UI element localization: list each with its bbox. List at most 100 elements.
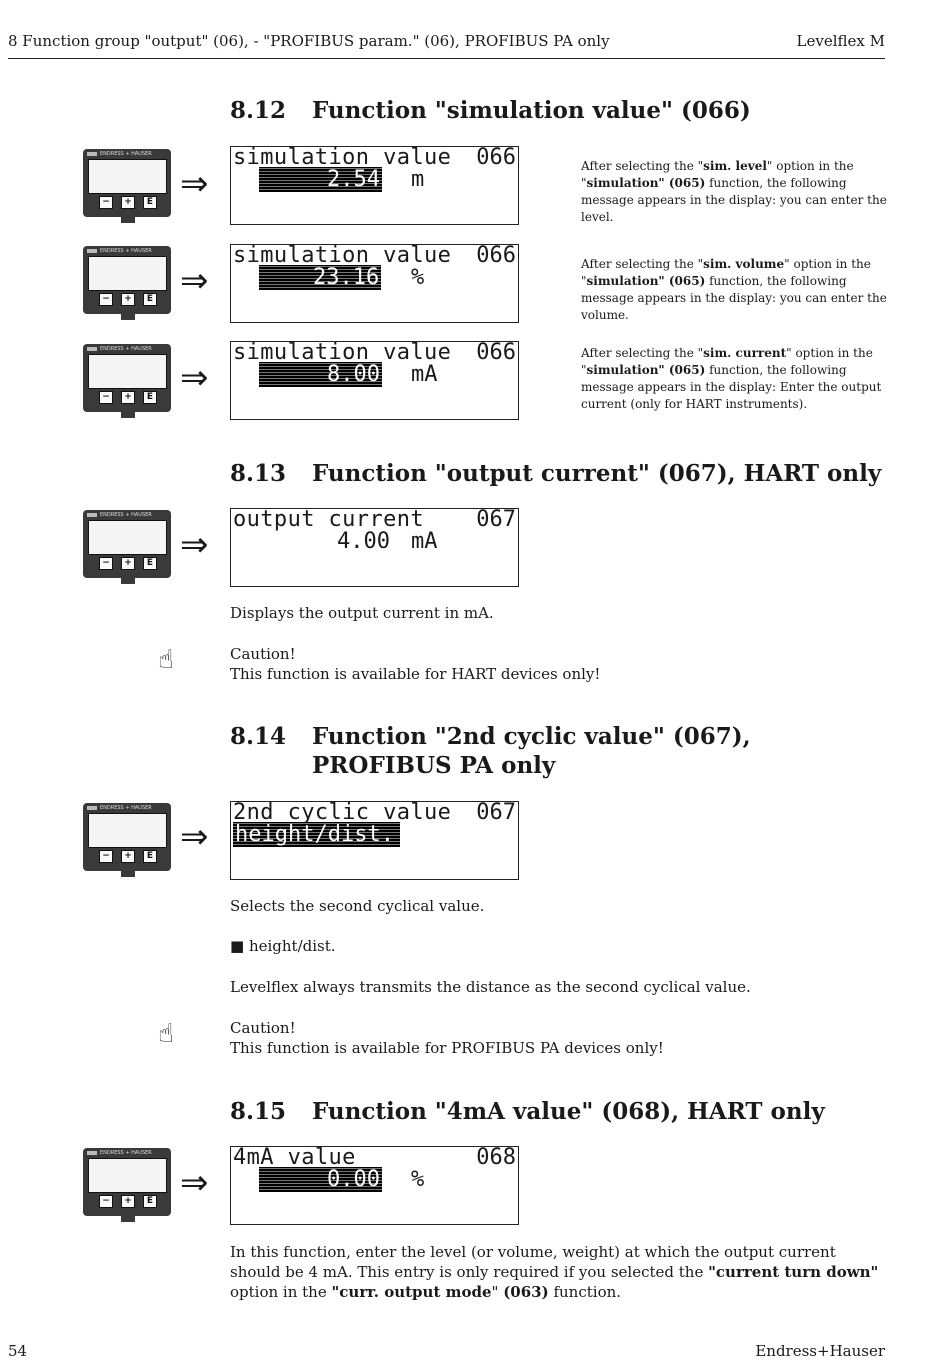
lcd-value: height/dist.	[233, 822, 400, 847]
desc-sim-volume: After selecting the "sim. volume" option…	[581, 257, 887, 322]
lcd-title: simulation value	[233, 146, 452, 170]
header-rule	[8, 58, 885, 59]
device-keys: −+E	[97, 391, 159, 404]
lcd-display: simulation value 066 23.16 %	[230, 244, 519, 323]
output-current-text: Displays the output current in mA.	[230, 604, 494, 622]
device-keys: −+ E	[97, 1195, 159, 1208]
arrow-icon: ⇒	[180, 525, 209, 565]
arrow-icon: ⇒	[180, 164, 209, 204]
lcd-unit: mA	[411, 529, 438, 554]
device-illustration: ENDRESS + HAUSER −+ E	[83, 149, 171, 223]
device-screen	[88, 256, 167, 291]
lcd-code: 068	[476, 1146, 516, 1170]
arrow-icon: ⇒	[180, 1163, 209, 1203]
logo-icon	[87, 1151, 97, 1155]
plus-key: +	[121, 293, 135, 306]
device-mount	[121, 1216, 135, 1222]
footer-brand: Endress+Hauser	[755, 1342, 885, 1360]
lcd-display: 2nd cyclic value 067 height/dist.	[230, 801, 519, 880]
device-screen	[88, 1158, 167, 1193]
device-brand: ENDRESS + HAUSER	[100, 151, 152, 157]
minus-key: −	[99, 391, 113, 404]
device-brand: ENDRESS + HAUSER	[100, 248, 152, 254]
lcd-code: 066	[476, 146, 516, 170]
device-screen	[88, 520, 167, 555]
hand-icon: ☝	[158, 645, 174, 675]
lcd-unit: %	[411, 265, 425, 290]
lcd-value: 2.54	[259, 167, 382, 192]
device-illustration: ENDRESS + HAUSER −+ E	[83, 510, 171, 584]
device-keys: −+ E	[97, 293, 159, 306]
enter-key: E	[143, 293, 157, 306]
device-mount	[121, 314, 135, 320]
device-brand: ENDRESS + HAUSER	[100, 346, 152, 352]
minus-key: −	[99, 293, 113, 306]
lcd-code: 067	[476, 508, 516, 532]
lcd-unit: m	[411, 167, 425, 192]
plus-key: +	[121, 196, 135, 209]
plus-key: +	[121, 850, 135, 863]
device-screen	[88, 159, 167, 194]
cyclic-note: Levelflex always transmits the distance …	[230, 978, 751, 996]
device-mount	[121, 871, 135, 877]
enter-key: E	[143, 1195, 157, 1208]
arrow-icon: ⇒	[180, 261, 209, 301]
device-illustration: ENDRESS + HAUSER −+E	[83, 344, 171, 418]
lcd-display: simulation value 066 2.54 m	[230, 146, 519, 225]
lcd-display: 4mA value 068 0.00 %	[230, 1146, 519, 1225]
logo-icon	[87, 347, 97, 351]
lcd-code: 066	[476, 244, 516, 268]
option-bullet: ■ height/dist.	[230, 937, 336, 955]
lcd-title: simulation value	[233, 341, 452, 365]
logo-icon	[87, 152, 97, 156]
page-number: 54	[8, 1342, 28, 1360]
lcd-value: 4.00	[337, 529, 390, 554]
arrow-icon: ⇒	[180, 817, 209, 857]
arrow-icon: ⇒	[180, 358, 209, 398]
lcd-code: 067	[476, 801, 516, 825]
lcd-value: 23.16	[259, 265, 382, 290]
plus-key: +	[121, 1195, 135, 1208]
lcd-title: output current	[233, 508, 425, 532]
device-brand: ENDRESS + HAUSER	[100, 1150, 152, 1156]
logo-icon	[87, 806, 97, 810]
header-right: Levelflex M	[796, 32, 885, 50]
enter-key: E	[143, 196, 157, 209]
plus-key: +	[121, 391, 135, 404]
enter-key: E	[143, 557, 157, 570]
device-mount	[121, 217, 135, 223]
lcd-unit: mA	[411, 362, 438, 387]
logo-icon	[87, 513, 97, 517]
caution-text: Caution!This function is available for P…	[230, 1019, 664, 1057]
device-keys: −+ E	[97, 196, 159, 209]
device-illustration: ENDRESS + HAUSER −+ E	[83, 246, 171, 320]
hand-icon: ☝	[158, 1019, 174, 1049]
device-mount	[121, 412, 135, 418]
lcd-display: output current 067 4.00 mA	[230, 508, 519, 587]
lcd-title: simulation value	[233, 244, 452, 268]
header-left: 8 Function group "output" (06), - "PROFI…	[8, 32, 610, 50]
device-mount	[121, 578, 135, 584]
device-brand: ENDRESS + HAUSER	[100, 805, 152, 811]
device-screen	[88, 354, 167, 389]
device-screen	[88, 813, 167, 848]
minus-key: −	[99, 196, 113, 209]
4ma-text: In this function, enter the level (or vo…	[230, 1243, 879, 1301]
lcd-value: 0.00	[259, 1167, 382, 1192]
minus-key: −	[99, 850, 113, 863]
minus-key: −	[99, 557, 113, 570]
device-illustration: ENDRESS + HAUSER −+ E	[83, 1148, 171, 1222]
lcd-code: 066	[476, 341, 516, 365]
lcd-title: 2nd cyclic value	[233, 801, 452, 825]
plus-key: +	[121, 557, 135, 570]
lcd-unit: %	[411, 1167, 425, 1192]
minus-key: −	[99, 1195, 113, 1208]
caution-text: Caution!This function is available for H…	[230, 645, 601, 683]
lcd-value: 8.00	[259, 362, 382, 387]
device-brand: ENDRESS + HAUSER	[100, 512, 152, 518]
lcd-display: simulation value 066 8.00 mA	[230, 341, 519, 420]
